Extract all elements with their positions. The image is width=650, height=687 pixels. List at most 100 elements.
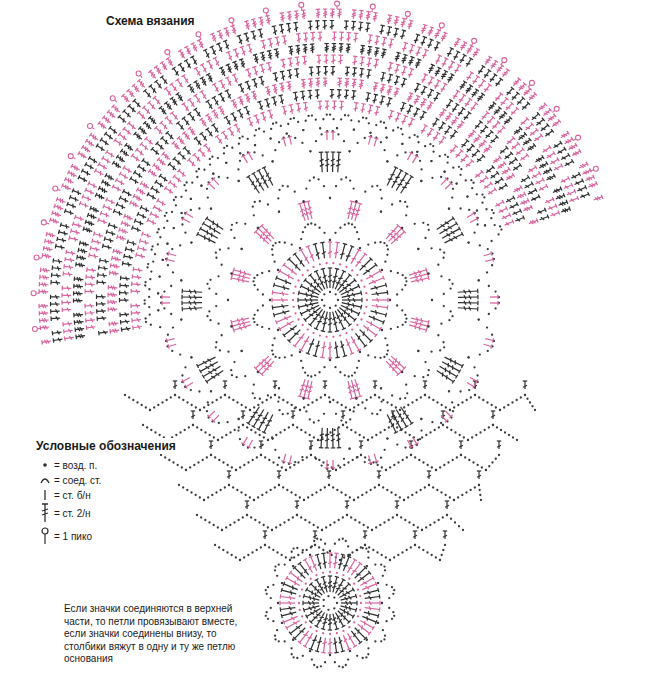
stitch-bar: [315, 346, 319, 347]
chain-dot: [335, 185, 337, 187]
chain-dot: [332, 262, 334, 264]
chain-dot: [291, 354, 293, 356]
chain-dot: [171, 248, 173, 250]
chain-dot: [277, 269, 279, 271]
chain-dot: [318, 546, 320, 548]
chain-dot: [385, 556, 387, 558]
stitch-top: [281, 461, 285, 462]
stitch-bar: [442, 372, 443, 376]
chain-dot: [271, 529, 273, 531]
chain-dot: [384, 429, 386, 431]
chain-dot: [317, 419, 319, 421]
stitch-symbol: [272, 304, 288, 309]
chain-dot: [215, 252, 217, 254]
chain-dot: [271, 254, 273, 256]
stitch-symbol: [458, 295, 478, 299]
chain-dot: [253, 321, 255, 323]
chain-dot: [257, 404, 259, 406]
stitch-bar: [340, 254, 344, 255]
chain-dot: [297, 461, 299, 463]
stitch-bar: [405, 183, 409, 184]
chain-dot: [274, 242, 276, 244]
chain-dot: [422, 549, 424, 551]
chain-dot: [440, 491, 442, 493]
chain-dot: [307, 223, 309, 225]
stitch-bar: [415, 325, 416, 329]
stitch-stem: [411, 318, 429, 322]
chain-dot: [257, 227, 259, 229]
stitch-stem: [351, 336, 359, 350]
chain-dot: [407, 496, 409, 498]
chain-dot: [314, 374, 316, 376]
chain-dot: [278, 211, 280, 213]
chain-dot: [206, 410, 208, 412]
chain-dot: [508, 434, 510, 436]
chain-dot: [243, 464, 245, 466]
chain-dot: [168, 459, 170, 461]
chain-dot: [290, 491, 292, 493]
chain-dot: [301, 456, 303, 458]
chain-dot: [339, 334, 341, 336]
stitch-bar: [282, 292, 283, 296]
stitch-stem: [356, 254, 366, 267]
stitch-bar: [394, 233, 398, 234]
chain-dot: [325, 262, 327, 264]
chain-dot: [222, 549, 224, 551]
stitch-stem: [437, 371, 454, 382]
chain-dot: [274, 449, 276, 451]
stitch-symbol: [484, 344, 492, 348]
stitch-top: [321, 331, 325, 332]
stitch-top: [320, 357, 324, 358]
chain-dot: [337, 133, 339, 135]
chain-dot: [387, 248, 389, 250]
chain-dot: [379, 357, 381, 359]
chain-dot: [227, 351, 229, 353]
chain-dot: [302, 459, 304, 461]
chain-dot: [446, 514, 448, 516]
stitch-stem: [308, 381, 312, 399]
chain-dot: [365, 306, 367, 308]
chain-dot: [371, 436, 373, 438]
stitch-stem: [338, 152, 339, 172]
chain-dot: [470, 396, 472, 398]
stitch-symbol: [302, 202, 309, 220]
chain-dot: [338, 519, 340, 521]
chain-dot: [304, 519, 306, 521]
stitch-top: [385, 283, 386, 287]
stitch-stem: [280, 321, 294, 329]
chain-dot: [285, 469, 287, 471]
chain-dot: [323, 366, 325, 368]
chain-dot: [294, 191, 296, 193]
chain-dot: [414, 456, 416, 458]
chain-dot: [401, 371, 403, 373]
chain-dot: [374, 356, 376, 358]
stitch-stem: [315, 341, 319, 356]
chain-dot: [318, 227, 320, 229]
chain-dot: [343, 464, 345, 466]
stitch-symbol: [295, 501, 299, 509]
chain-dot: [516, 399, 518, 401]
stitch-stem: [341, 244, 345, 259]
stitch-symbol: [368, 455, 372, 463]
chain-dot: [303, 406, 305, 408]
chain-dot: [215, 257, 217, 259]
chain-dot: [356, 367, 358, 369]
chain-dot: [449, 409, 451, 411]
chain-dot: [345, 176, 347, 178]
chain-dot: [315, 458, 317, 460]
chain-dot: [193, 464, 195, 466]
chain-dot: [334, 366, 336, 368]
chain-dot: [253, 151, 255, 153]
stitch-stem: [272, 292, 288, 294]
stitch-symbol: [321, 268, 328, 288]
stitch-symbol: [182, 306, 202, 311]
chain-dot: [274, 149, 276, 151]
chain-dot: [268, 270, 270, 272]
chain-dot: [430, 247, 432, 249]
stitch-symbol: [273, 283, 289, 290]
stitch-bar: [343, 281, 347, 282]
chain-dot: [358, 238, 360, 240]
stitch-bar: [238, 277, 239, 281]
stitch-symbol: [371, 283, 387, 289]
chain-dot: [495, 458, 497, 460]
